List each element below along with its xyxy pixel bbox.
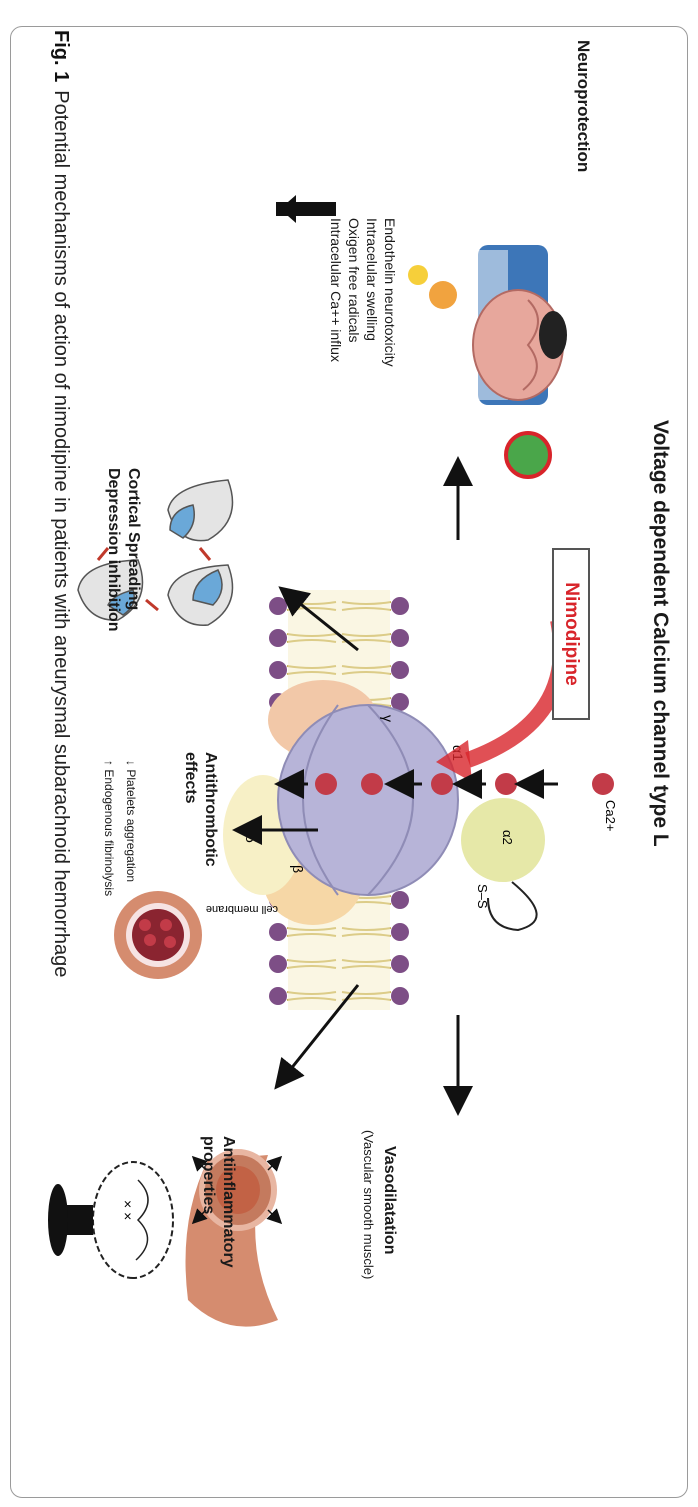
neuro-item-3: Oxigen free radicals <box>346 218 362 343</box>
neuro-item-2: Intracelular swelling <box>364 218 380 341</box>
vasodilatation-title: Vasodilatation <box>381 1146 398 1255</box>
beach-ball-icon <box>504 431 552 479</box>
neuro-item-4: Intracelular Ca++ influx <box>328 218 344 362</box>
antiinflammatory-line2: properties <box>200 1136 217 1215</box>
neuro-item-1: Endothelin neurotoxicity <box>382 218 398 367</box>
membrane-label: cell membrane <box>206 903 278 915</box>
vessel-cross-section-icon <box>114 891 202 979</box>
ca-ion <box>361 773 383 795</box>
nimodipine-label: Nimodipine <box>552 548 590 720</box>
arrow-antiinflammatory <box>274 984 360 1090</box>
disulfide-label: S–S <box>475 884 490 909</box>
neuroprotection-title: Neuroprotection <box>574 40 593 173</box>
svg-text:× ×: × × <box>120 1200 136 1220</box>
ca-ion <box>431 773 453 795</box>
ca-ion <box>592 773 614 795</box>
label-beta: β <box>290 865 306 873</box>
antithrombotic-line1: Antithrombotic <box>202 752 219 867</box>
label-gamma: γ <box>380 715 396 722</box>
csd-title: Cortical Spreading Depression inhibition <box>103 468 143 632</box>
vasodilating-vessel-icon <box>185 1149 283 1327</box>
fruit-icon <box>429 281 457 309</box>
subunit-alpha2 <box>461 798 545 882</box>
antiinflammatory-line1: Antiinflammatory <box>220 1136 237 1268</box>
ca-ion <box>495 773 517 795</box>
csd-title-line2: Depression inhibition <box>105 468 122 632</box>
antithrombotic-line2: effects <box>182 752 199 804</box>
arrow-csd <box>278 586 359 652</box>
label-alpha2: α2 <box>500 830 515 845</box>
lipid-heads-top <box>391 597 409 1005</box>
neuroprotection-illustration <box>408 245 567 479</box>
antiinflammatory-title: Antiinflammatory properties <box>198 1136 238 1268</box>
calcium-ions <box>274 769 614 799</box>
antithrombotic-title: Antithrombotic effects <box>180 752 220 867</box>
calcium-channel: γ α1 α2 β δ S–S cell membrane <box>206 680 545 932</box>
csd-title-line1: Cortical Spreading <box>125 468 142 611</box>
sunglasses-icon <box>539 311 567 359</box>
antithrombotic-item-fibrinolysis: ↑ Endogenous fibrinolysis <box>102 760 116 897</box>
ion-label: Ca2+ <box>603 800 618 831</box>
label-delta: δ <box>243 835 259 843</box>
effect-arrows <box>232 456 473 1116</box>
antithrombotic-item-platelets: ↓ Platelets aggregation <box>124 760 138 883</box>
nimodipine-block-arrow <box>465 618 570 768</box>
csd-illustration <box>77 479 234 626</box>
anti-inflammatory-brain-icon: × × <box>48 1161 174 1279</box>
vasodilatation-subtitle: (Vascular smooth muscle) <box>361 1130 376 1280</box>
ca-ion <box>315 773 337 795</box>
figure-frame <box>10 26 688 1498</box>
